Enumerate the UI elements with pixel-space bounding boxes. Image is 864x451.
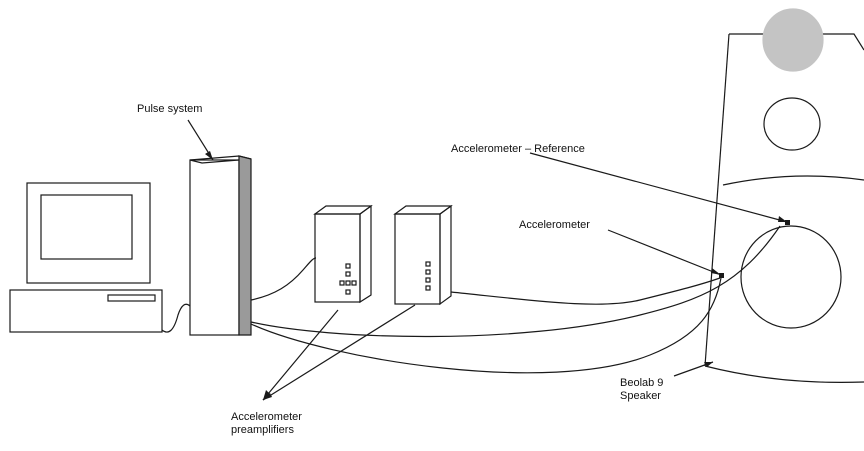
- label-speaker-line1: Beolab 9: [620, 377, 664, 389]
- cables: [161, 225, 781, 374]
- speaker-tweeter: [763, 97, 821, 151]
- arrowheads: [205, 151, 787, 400]
- arrowhead-accelerometer: [711, 268, 721, 275]
- accelerometer-reference-sensor: [785, 220, 790, 225]
- preamp-1-port: [345, 271, 351, 277]
- label-accelerometer-reference: Accelerometer – Reference: [451, 143, 585, 155]
- pointer-preamp-1: [262, 309, 339, 401]
- arrowhead-accelerometer-reference: [778, 216, 787, 222]
- arrowhead-speaker: [704, 362, 713, 367]
- pulse-system-tower: [189, 155, 252, 336]
- preamp-1-port: [345, 289, 351, 295]
- pointer-accelerometer-reference: [529, 152, 788, 223]
- label-speaker-line2: Speaker: [620, 390, 661, 402]
- beolab-speaker: [704, 8, 864, 384]
- accelerometer-sensor: [719, 273, 724, 278]
- cable-preamp-2-to-accelerometer: [450, 277, 721, 305]
- label-preamp-line1: Accelerometer: [231, 411, 302, 423]
- preamp-1-port: [339, 280, 345, 286]
- preamp-1-front: [314, 213, 361, 303]
- speaker-band-line: [722, 175, 864, 186]
- pointer-lines: [187, 119, 788, 401]
- preamp-2-port: [425, 261, 431, 267]
- cable-pulse-to-reference: [250, 225, 781, 338]
- cable-computer-to-pulse: [161, 303, 191, 333]
- cable-pulse-to-accelerometer: [250, 277, 722, 374]
- tower-side-face: [238, 155, 252, 336]
- speaker-left-edge: [704, 33, 730, 367]
- label-preamp-line2: preamplifiers: [231, 424, 294, 436]
- tower-front-face: [189, 159, 240, 336]
- preamp-2-side: [439, 204, 452, 306]
- computer-monitor: [26, 182, 151, 284]
- monitor-screen: [40, 194, 133, 260]
- preamplifier-box-2: [393, 204, 453, 306]
- arrowhead-preamp-1: [263, 390, 270, 400]
- preamp-2-port: [425, 285, 431, 291]
- preamp-1-port: [345, 263, 351, 269]
- label-accelerometer: Accelerometer: [519, 219, 590, 231]
- computer-icon: [9, 182, 163, 333]
- preamp-2-port: [425, 277, 431, 283]
- preamp-1-port: [345, 280, 351, 286]
- speaker-woofer: [740, 225, 842, 329]
- preamp-1-side: [359, 204, 372, 304]
- label-speaker: Beolab 9 Speaker: [620, 377, 663, 403]
- label-pulse-system: Pulse system: [137, 103, 203, 115]
- pointer-accelerometer: [607, 229, 722, 276]
- disk-drive-slot: [107, 294, 156, 302]
- preamp-2-port: [425, 269, 431, 275]
- preamp-2-front: [394, 213, 441, 305]
- preamplifier-box-1: [313, 204, 373, 304]
- cable-pulse-to-preamp-1: [250, 257, 317, 301]
- label-preamplifiers: Accelerometer preamplifiers: [231, 411, 302, 437]
- pointer-preamp-2: [262, 304, 416, 401]
- preamp-1-port: [351, 280, 357, 286]
- accelerometer-sensors: [719, 220, 790, 278]
- speaker-top-dome: [762, 8, 824, 72]
- arrowhead-preamp-2: [263, 393, 272, 400]
- computer-base: [9, 289, 163, 333]
- speaker-base-line: [704, 365, 864, 384]
- arrowhead-pulse-system: [205, 151, 213, 160]
